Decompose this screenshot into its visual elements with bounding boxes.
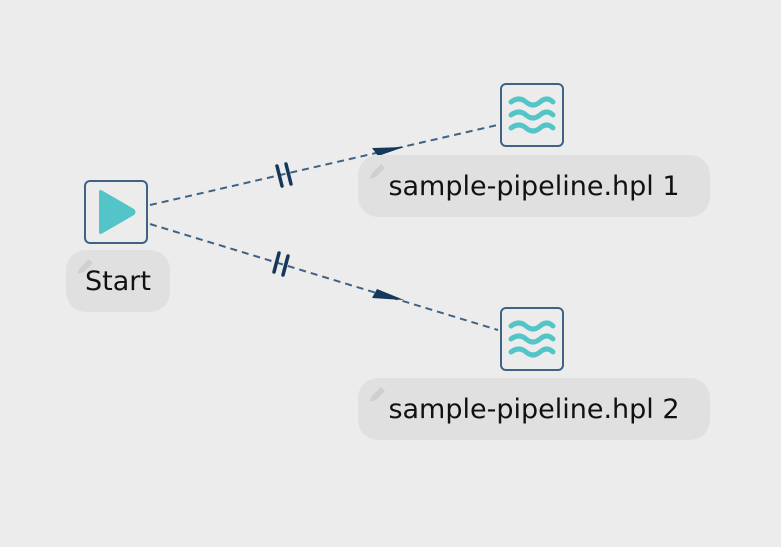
hop-arrow-icon xyxy=(372,147,404,156)
hop-parallel-icon xyxy=(272,251,290,277)
pipeline-2-node[interactable] xyxy=(500,307,564,371)
pencil-icon xyxy=(369,387,385,402)
start-node-label: Start xyxy=(85,265,151,297)
pipeline-1-label-box[interactable]: sample-pipeline.hpl 1 xyxy=(358,155,710,217)
start-node-label-box[interactable]: Start xyxy=(66,250,170,312)
pipeline-1-label: sample-pipeline.hpl 1 xyxy=(388,170,680,202)
hop-start-to-pipeline-2[interactable] xyxy=(149,223,499,331)
pencil-icon xyxy=(369,164,385,179)
hop-start-to-pipeline-1[interactable] xyxy=(149,123,503,206)
start-node[interactable] xyxy=(84,180,148,244)
pencil-icon xyxy=(77,259,93,274)
pipeline-2-label-box[interactable]: sample-pipeline.hpl 2 xyxy=(358,378,710,440)
pipeline-waves-icon xyxy=(508,96,556,134)
play-icon xyxy=(99,190,136,234)
pipeline-2-label: sample-pipeline.hpl 2 xyxy=(388,393,680,425)
pipeline-1-node[interactable] xyxy=(500,83,564,147)
hop-arrow-icon xyxy=(372,289,404,300)
pipeline-waves-icon xyxy=(508,320,556,358)
hop-parallel-icon xyxy=(275,162,293,188)
